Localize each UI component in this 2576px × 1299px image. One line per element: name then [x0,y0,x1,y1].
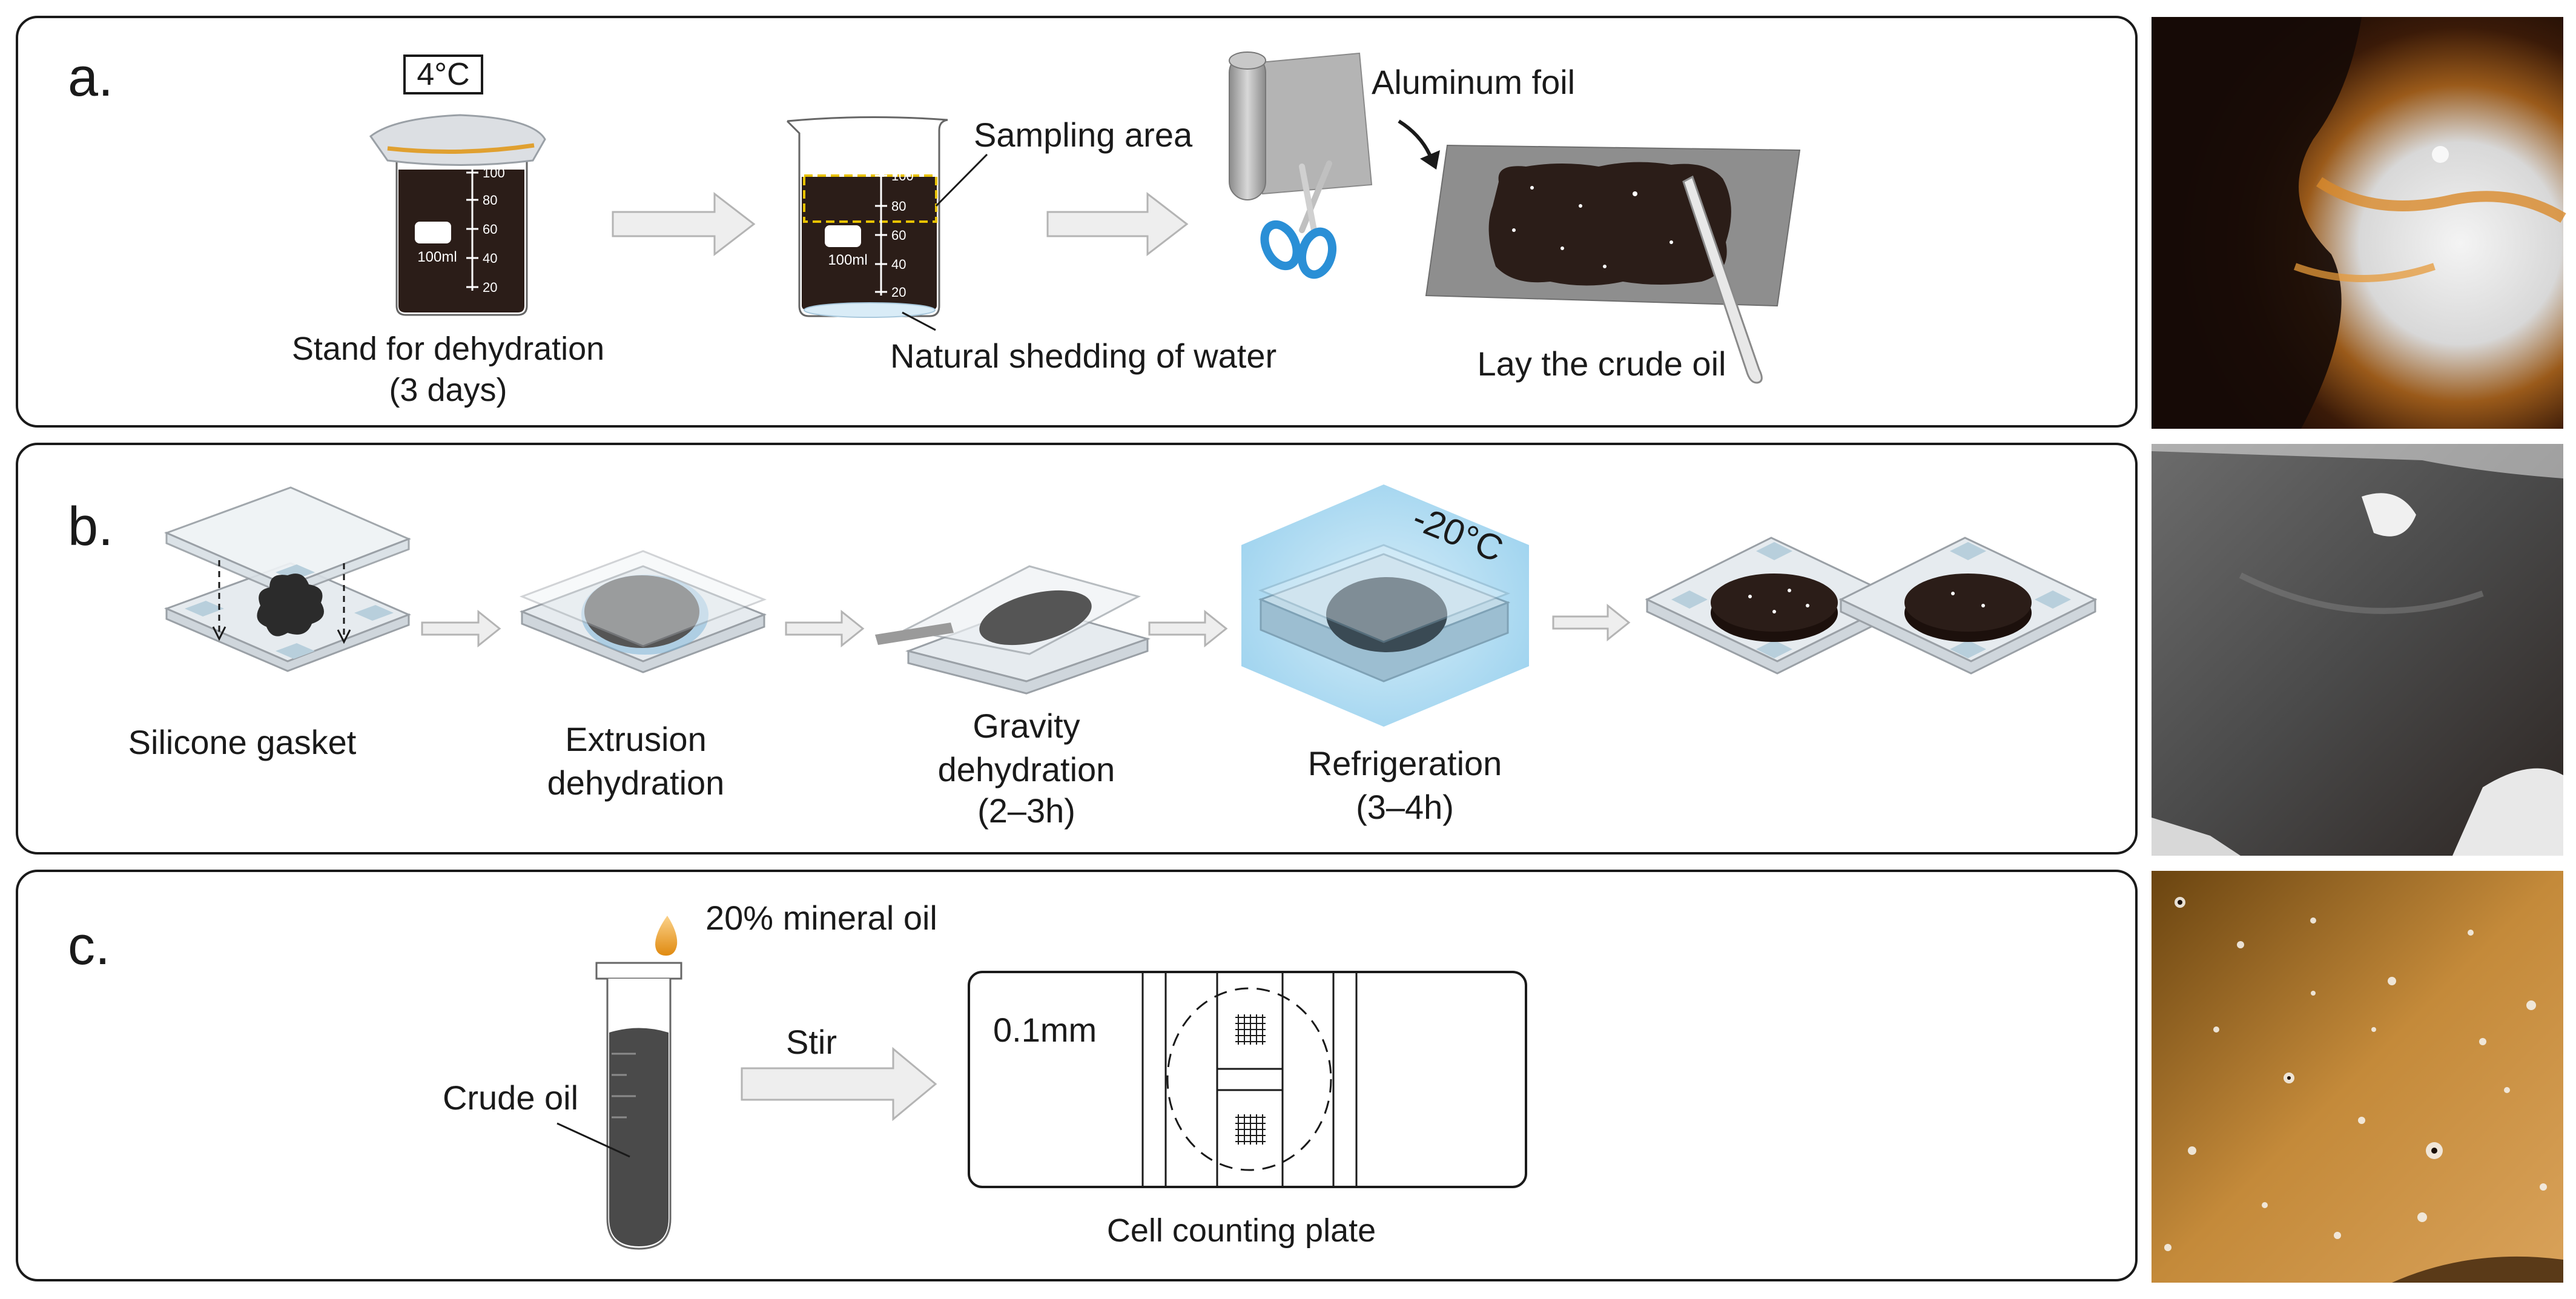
curved-arrow-head-icon [1420,150,1440,170]
crude-oil-label: Crude oil [443,1079,578,1117]
extrusion-label-line2: dehydration [547,764,725,802]
tick2-40: 40 [891,257,906,272]
beaker-2-rim [787,116,948,122]
silicone-gasket-label: Silicone gasket [128,723,357,761]
scissors-icon [1260,160,1336,279]
crude-oil-blob [257,573,324,636]
aluminum-foil-roll [1229,51,1373,200]
plates-separated [163,486,411,672]
sampling-zone [803,174,937,223]
sampling-area-label: Sampling area [974,116,1193,154]
crude-oil-layer [1488,162,1731,286]
test-tube [556,916,682,1250]
panel-c-letter: c. [68,916,110,976]
lay-crude-oil-label: Lay the crude oil [1478,345,1726,383]
arrow-a2 [1046,191,1189,257]
arrow-b3 [1148,609,1228,648]
tick2-80: 80 [891,199,906,214]
panel-c: c. 20% mineral oil Crude oil Stir [16,870,2138,1281]
temperature-box [403,55,483,94]
step1-label-line1: Stand for dehydration [292,331,604,367]
plates-gravity [875,565,1151,695]
arrow-a1 [612,191,756,257]
arrow-stir [741,1046,937,1122]
refrigeration-label-line1: Refrigeration [1308,744,1502,782]
mineral-oil-label: 20% mineral oil [705,899,937,937]
sampling-leader [935,153,988,207]
tube-cap [595,962,682,980]
cell-counting-plate-label: Cell counting plate [1107,1212,1376,1249]
rubber-band [387,143,535,154]
plates-extrusion [519,550,767,673]
photo-c [2152,871,2563,1283]
crude-oil-fill [398,170,524,312]
beaker-2-oil [802,177,937,310]
plate-disc-left [1645,537,1904,675]
beaker-graduations [466,170,478,291]
photo-b [2152,444,2563,856]
arrow-b1 [421,609,501,648]
tick-100: 100 [483,165,505,180]
gravity-label-line1: Gravity [973,707,1080,745]
panel-b-letter: b. [68,497,113,557]
stir-label: Stir [786,1023,837,1061]
tick2-20: 20 [891,285,906,300]
photo-a [2152,17,2566,429]
counting-grid-bottom-icon [1235,1114,1266,1145]
crude-oil-leader [556,1122,630,1158]
panel-a: a. 4°C 100ml 100 80 60 40 20 Stand for d… [16,16,2138,428]
beaker-2-label-patch [825,225,861,247]
natural-shedding-label: Natural shedding of water [890,337,1276,375]
panel-b: b. Silicone gasket Extrusion dehydration [16,443,2138,854]
tick2-60: 60 [891,228,906,243]
beaker-2-graduations [875,173,887,296]
spatula [1682,175,1763,384]
mineral-oil-drop-icon [655,916,678,956]
step1-label-line2: (3 days) [389,372,507,408]
arrow-b4 [1552,603,1631,642]
beaker-covered: 4°C 100ml 100 80 60 40 20 [369,55,546,316]
gravity-label-line2: dehydration [938,750,1115,788]
foil-roll [1229,54,1266,200]
tick-80: 80 [483,193,497,208]
beaker-2-volume-label: 100ml [828,252,867,268]
cell-counting-plate [968,971,1527,1188]
tick2-100: 100 [891,168,914,183]
tube-graduations [612,1053,636,1119]
water-leader [902,311,936,331]
beaker-sampling: 100ml 100 80 60 40 20 [786,116,988,331]
aluminum-foil-label: Aluminum foil [1372,63,1575,101]
beaker-volume-label: 100ml [417,249,457,265]
temperature-label: 4°C [417,57,469,92]
extrusion-label-line1: Extrusion [565,720,706,758]
water-layer [804,302,936,318]
tick-20: 20 [483,280,497,295]
panel-a-letter: a. [68,47,113,108]
tube-oil [609,1028,669,1246]
tick-60: 60 [483,222,497,237]
beaker-label-patch [415,222,451,243]
counting-grid-top-icon [1235,1014,1266,1045]
depth-label: 0.1mm [993,1011,1097,1049]
foil-tray [1425,144,1801,384]
arrow-b2 [785,609,865,648]
plate-disc-right [1838,537,2098,675]
tick-40: 40 [483,251,497,266]
foil-roll-end [1229,51,1266,70]
refrigeration-label-line2: (3–4h) [1356,788,1454,826]
freeze-box [1241,484,1529,727]
gravity-label-line3: (2–3h) [977,792,1075,830]
